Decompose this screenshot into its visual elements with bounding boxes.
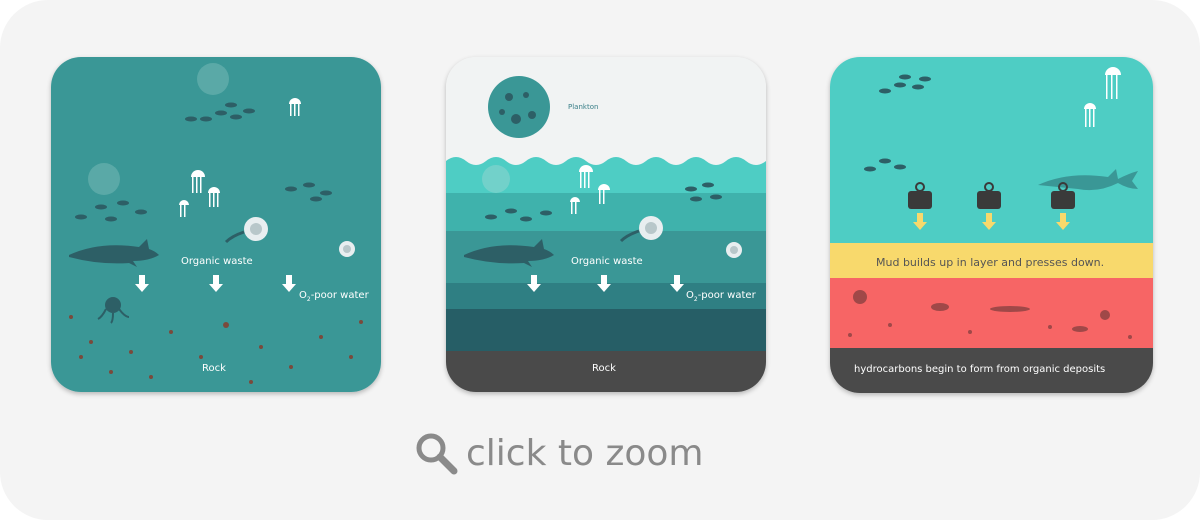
mud-caption: Mud builds up in layer and presses down. [876, 256, 1104, 269]
hydrocarbons-caption: hydrocarbons begin to form from organic … [854, 364, 1105, 375]
panel-3-hydrocarbons[interactable]: Mud builds up in layer and presses down.… [830, 57, 1153, 393]
sea-water [830, 57, 1153, 243]
bubble [197, 63, 229, 95]
o2-poor-water-label: O2-poor water [299, 290, 370, 303]
shark-icon [69, 239, 159, 267]
jellyfish-icon [1084, 67, 1121, 127]
down-arrow-icon [527, 275, 684, 292]
jellyfish-icon [179, 98, 301, 217]
nautilus-icon [224, 217, 355, 257]
rock-label: Rock [592, 363, 616, 374]
bubble [88, 163, 120, 195]
organic-waste-label: Organic waste [181, 256, 253, 267]
fish-school [864, 74, 931, 172]
o2-poor-water-label: O2-poor water [686, 290, 757, 303]
fossil-deposits [848, 290, 1132, 339]
water-layer-4 [446, 309, 766, 351]
click-to-zoom-label: click to zoom [466, 432, 704, 474]
mud-layer [830, 243, 1153, 278]
plankton-icon [488, 76, 550, 138]
jellyfish-icon [570, 165, 610, 214]
click-to-zoom-button[interactable]: click to zoom [414, 428, 703, 478]
wave-surface [446, 157, 766, 197]
rock-layer [446, 351, 766, 392]
magnifier-icon [416, 433, 458, 475]
panel-1-ocean[interactable]: Organic waste O2-poor water Rock [51, 57, 381, 392]
nautilus-icon [619, 216, 742, 258]
water-layer-1 [446, 193, 766, 231]
down-arrow-icon [913, 213, 1070, 230]
organic-waste-label: Organic waste [571, 256, 643, 267]
sea-water [51, 57, 381, 392]
rock-layer [830, 348, 1153, 393]
shark-icon [1038, 169, 1138, 191]
plankton-label: Plankton [568, 103, 598, 111]
fish-school [75, 102, 332, 222]
down-arrow-icon [135, 275, 296, 292]
octopus-icon [97, 297, 130, 324]
fish-school [485, 182, 722, 222]
rock-label: Rock [202, 363, 226, 374]
bubble [482, 165, 510, 193]
shark-icon [464, 239, 554, 267]
weight-icon [908, 182, 1075, 209]
panel-2-layers[interactable]: Plankton Organic waste [446, 57, 766, 392]
sediment [69, 315, 363, 384]
organic-deposit-layer [830, 278, 1153, 348]
